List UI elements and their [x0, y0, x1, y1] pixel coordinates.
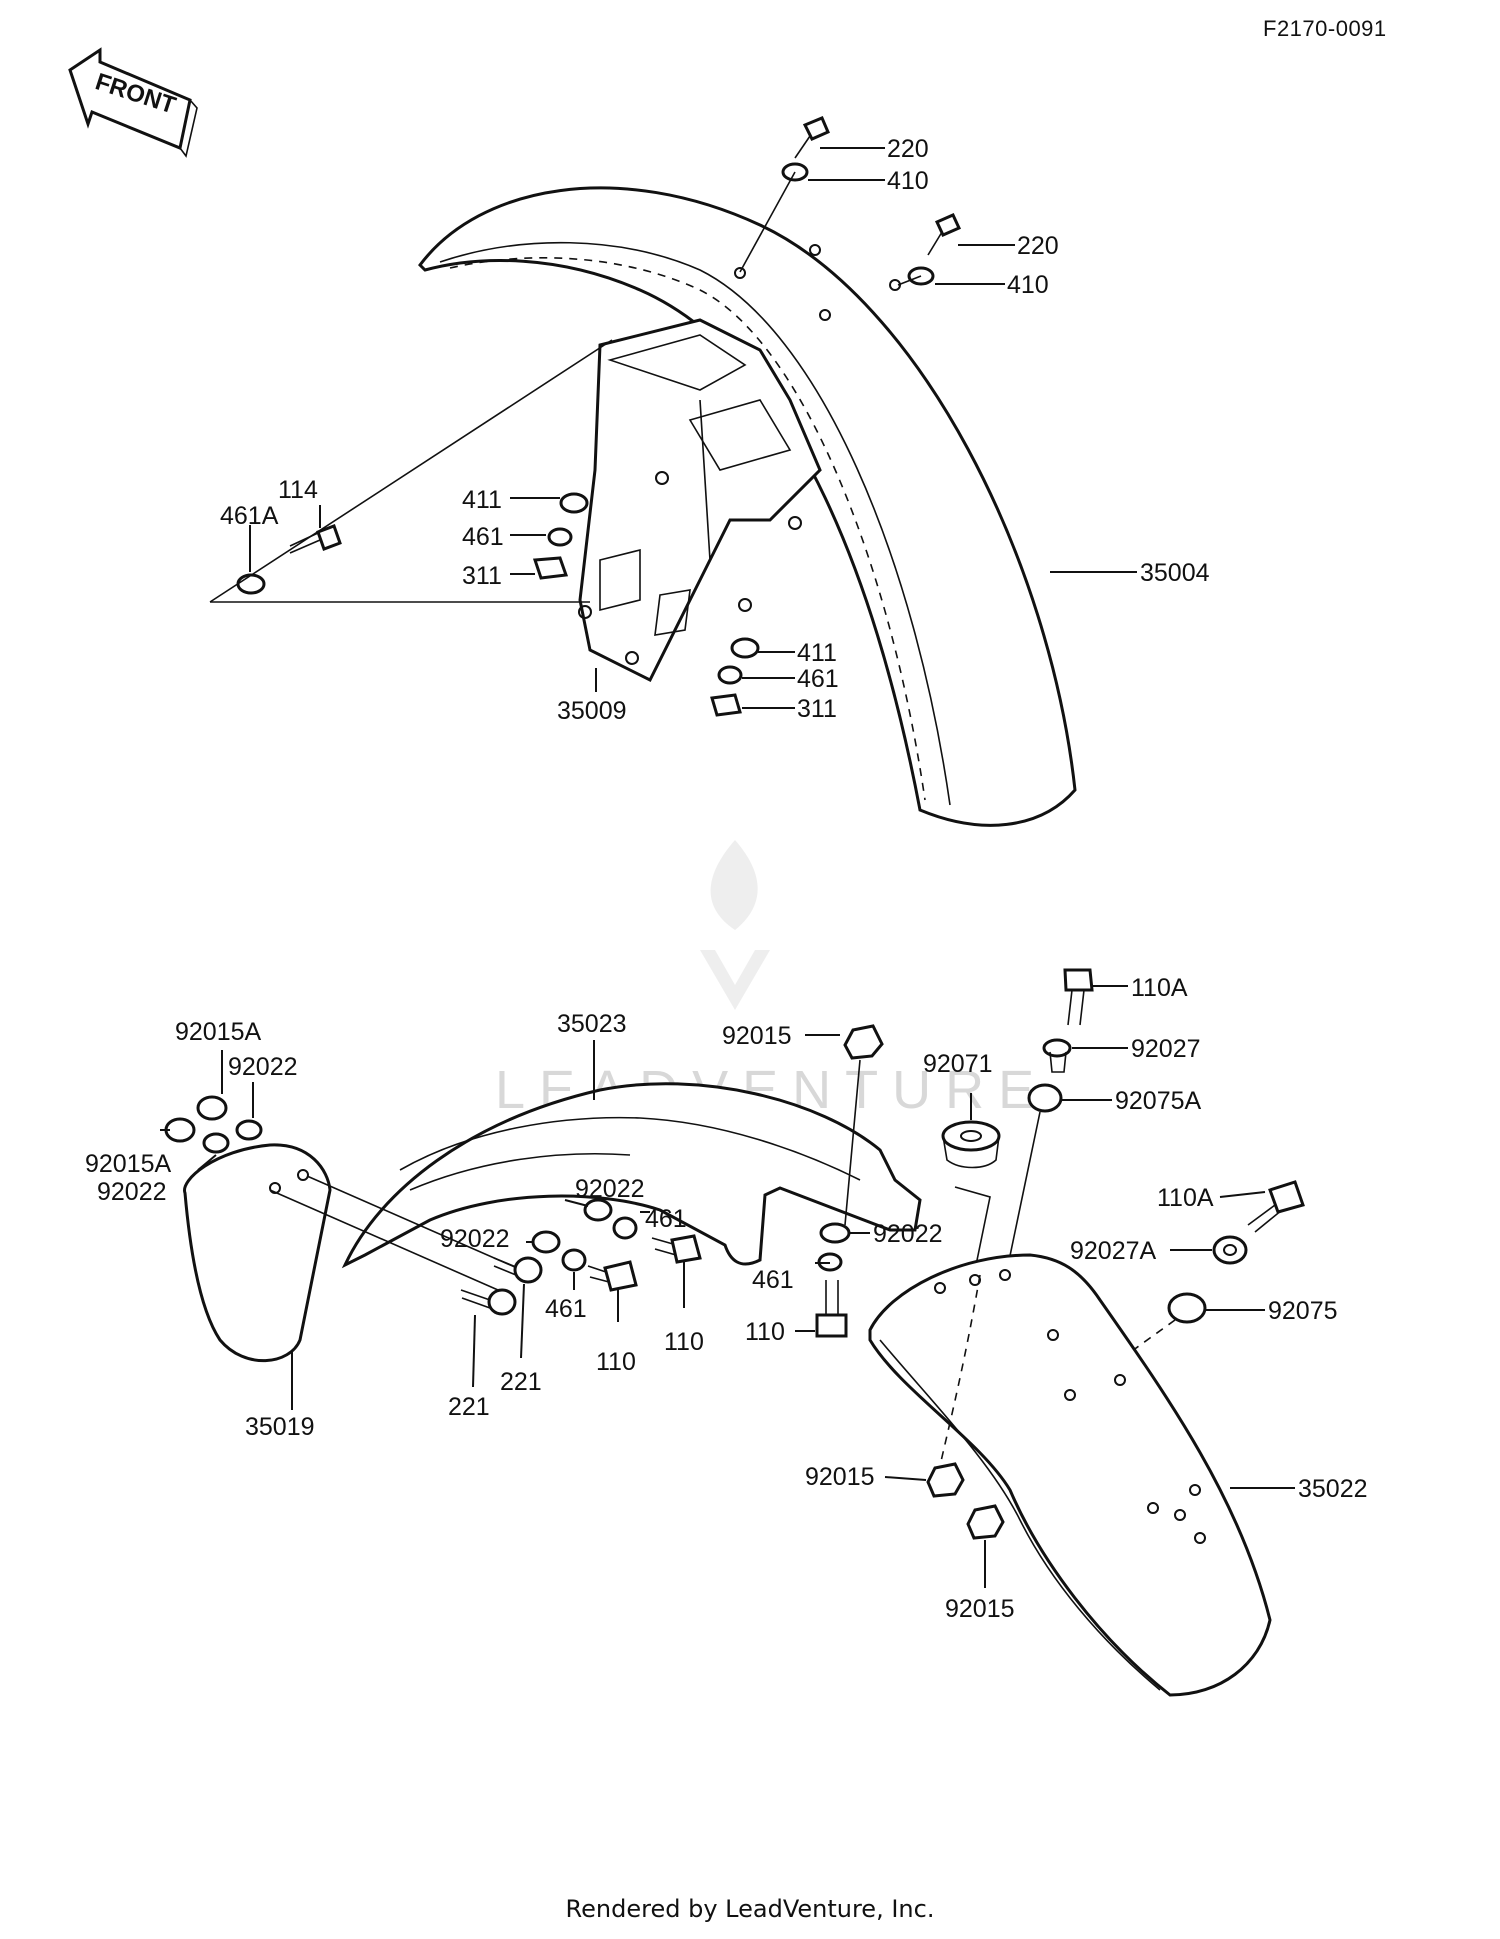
- nut-92015A-top: [196, 1095, 228, 1121]
- leader-line: [844, 1059, 861, 1226]
- bolt-110A-mid: [1247, 1180, 1305, 1233]
- label-110-c: 110: [745, 1318, 785, 1346]
- washer-92022-e: [819, 1222, 851, 1244]
- label-92027A: 92027A: [1070, 1237, 1157, 1265]
- bolt-110-c: [815, 1280, 848, 1338]
- nut-92015A-mid: [164, 1117, 196, 1143]
- washer-461A: [236, 573, 266, 595]
- leader-line: [1005, 1111, 1041, 1276]
- bolt-220-mid: [927, 213, 962, 256]
- label-92071: 92071: [923, 1050, 993, 1078]
- label-220-top: 220: [887, 135, 929, 163]
- label-35009: 35009: [557, 697, 627, 725]
- nut-92015-top: [843, 1024, 884, 1060]
- label-461-a: 461: [462, 523, 504, 551]
- label-35004: 35004: [1140, 559, 1210, 587]
- label-35022: 35022: [1298, 1475, 1368, 1503]
- washer-461-d: [612, 1216, 638, 1240]
- watermark-logo: [700, 840, 770, 1010]
- label-35019: 35019: [245, 1413, 315, 1441]
- bolt-110-a: [587, 1260, 638, 1292]
- label-92015-top: 92015: [722, 1022, 792, 1050]
- label-411-b: 411: [797, 639, 837, 667]
- front-arrow-icon: FRONT: [68, 47, 198, 158]
- nut-311-b: [710, 693, 742, 717]
- leader-lines: [160, 147, 1295, 1588]
- washer-461-c: [561, 1248, 587, 1272]
- washer-92022-mid: [202, 1132, 230, 1154]
- fender-bracket: [578, 318, 822, 683]
- label-411-a: 411: [462, 486, 502, 514]
- washer-92022-d: [583, 1198, 613, 1222]
- front-fender: [418, 186, 1077, 827]
- washer-461-b: [717, 665, 743, 685]
- screw-221-b: [493, 1256, 543, 1284]
- bolt-114: [289, 524, 342, 554]
- label-92075: 92075: [1268, 1297, 1338, 1325]
- grommet-92071: [941, 1120, 1001, 1169]
- label-114: 114: [278, 476, 318, 504]
- washer-411-a: [559, 492, 589, 514]
- leader-line: [699, 399, 711, 561]
- leader-line: [269, 1189, 499, 1291]
- label-220-mid: 220: [1017, 232, 1059, 260]
- washer-92022-c: [531, 1230, 561, 1254]
- label-410-mid: 410: [1007, 271, 1049, 299]
- grommet-92075A: [1027, 1083, 1063, 1113]
- nut-311-a: [532, 556, 569, 580]
- bolt-110-b: [651, 1234, 702, 1264]
- grommet-92075: [1167, 1292, 1207, 1324]
- label-461-d: 461: [545, 1295, 587, 1323]
- label-35023: 35023: [557, 1010, 627, 1038]
- label-110A-top: 110A: [1131, 974, 1188, 1002]
- bolt-220-top: [794, 116, 830, 159]
- leader-line: [209, 339, 613, 603]
- footer-credit: Rendered by LeadVenture, Inc.: [565, 1895, 935, 1923]
- label-92022-d: 92022: [440, 1225, 510, 1253]
- collar-92027: [1042, 1038, 1072, 1073]
- label-311-a: 311: [462, 562, 502, 590]
- mud-flap: [183, 1143, 332, 1363]
- label-221-a: 221: [448, 1393, 490, 1421]
- rear-fender: [868, 1253, 1272, 1697]
- washer-92022-top: [235, 1119, 263, 1141]
- label-410-top: 410: [887, 167, 929, 195]
- label-92022-e: 92022: [873, 1220, 943, 1248]
- inner-fender: [341, 1082, 922, 1269]
- leader-line: [954, 1186, 991, 1271]
- label-92075A: 92075A: [1115, 1087, 1202, 1115]
- label-92015-a: 92015: [805, 1463, 875, 1491]
- label-461-e: 461: [752, 1266, 794, 1294]
- leader-line: [739, 171, 796, 273]
- label-92022-top: 92022: [228, 1053, 298, 1081]
- label-92015A-mid: 92015A: [85, 1150, 172, 1178]
- label-110-a: 110: [596, 1348, 636, 1376]
- label-461-b: 461: [797, 665, 839, 693]
- screw-221-a: [460, 1288, 517, 1316]
- label-461-c: 461: [645, 1205, 687, 1233]
- bolt-110A-top: [1063, 968, 1094, 1026]
- label-461A: 461A: [220, 502, 279, 530]
- label-92027: 92027: [1131, 1035, 1201, 1063]
- leader-line: [897, 275, 922, 286]
- label-92015A-top: 92015A: [175, 1018, 262, 1046]
- washer-461-a: [547, 527, 573, 547]
- part-labels: 220 410 220 410 114 461A 411 461 311 350…: [85, 135, 1368, 1623]
- washer-411-b: [730, 637, 760, 659]
- diagram-code: F2170-0091: [1263, 16, 1387, 41]
- collar-92027A: [1212, 1235, 1248, 1265]
- label-221-b: 221: [500, 1368, 542, 1396]
- label-110-b: 110: [664, 1328, 704, 1356]
- label-110A-mid: 110A: [1157, 1184, 1214, 1212]
- label-92015-b: 92015: [945, 1595, 1015, 1623]
- nut-92015-b: [966, 1504, 1005, 1540]
- nut-92015-a: [926, 1462, 965, 1498]
- label-92022-c: 92022: [575, 1175, 645, 1203]
- label-92022-mid: 92022: [97, 1178, 167, 1206]
- label-311-b: 311: [797, 695, 837, 723]
